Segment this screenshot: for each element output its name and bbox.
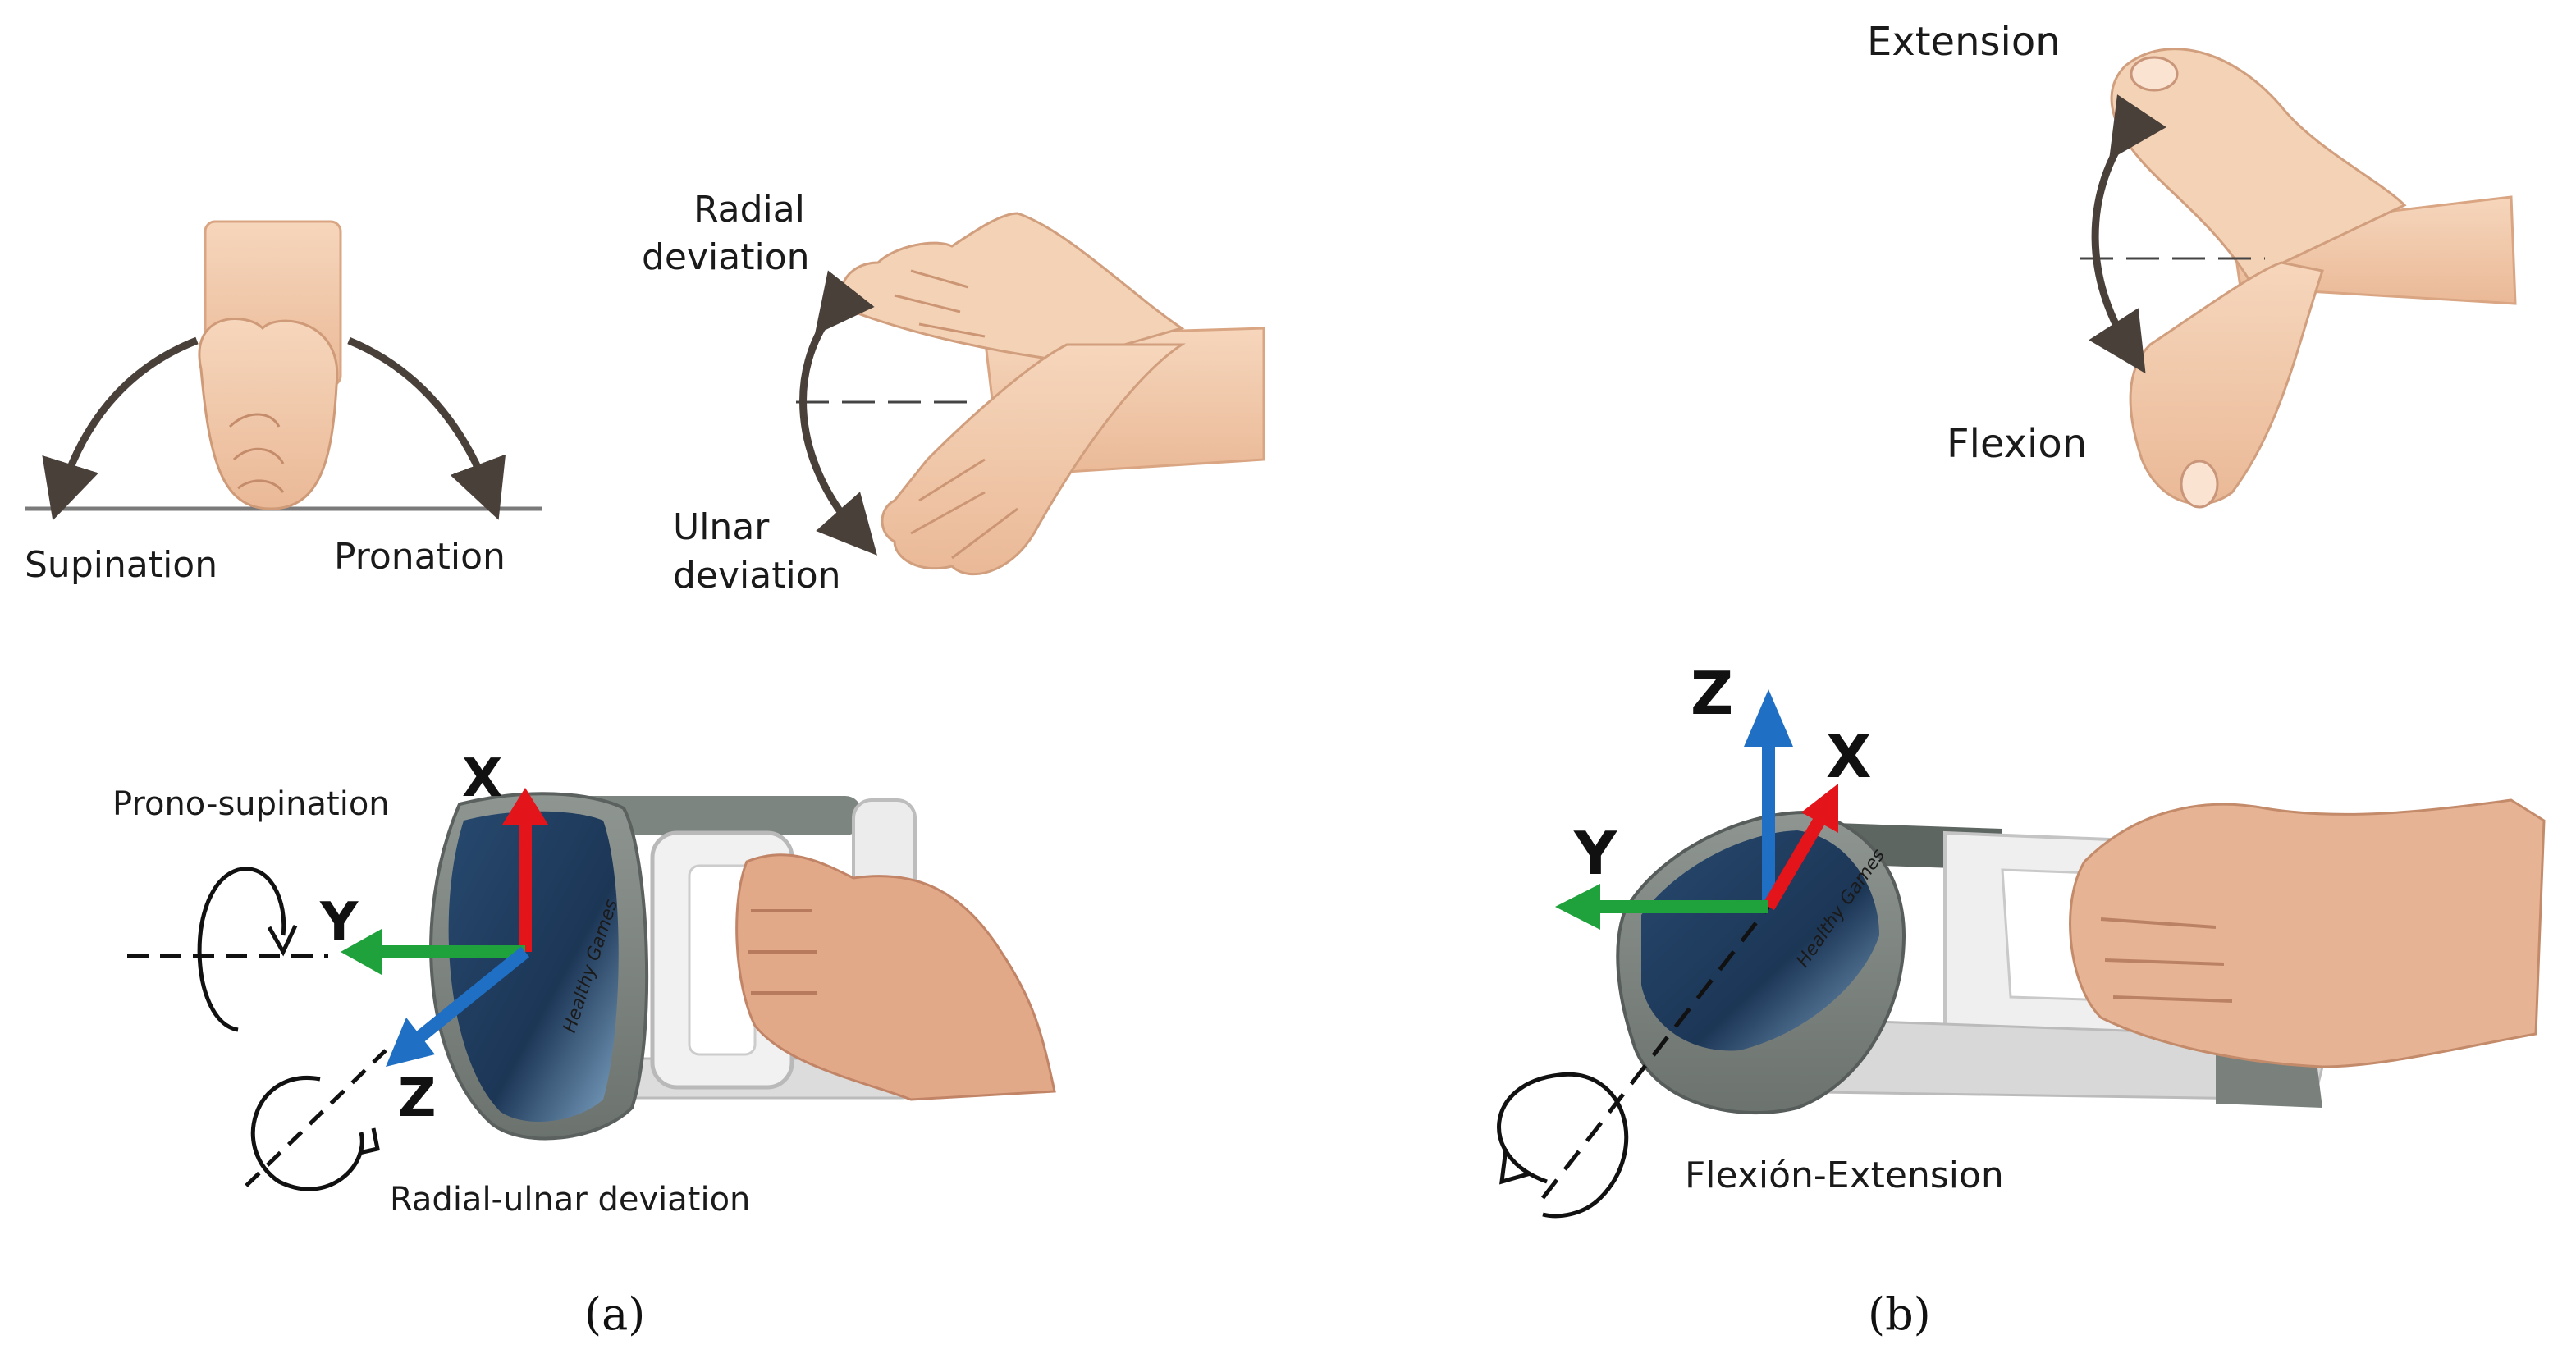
flexion-extension-illustration: Extension Flexion [1867,19,2517,509]
prono-rotation-head [267,924,298,957]
finger-crease-b [910,458,1018,560]
device-b-photo: Healthy Games [1616,798,2546,1114]
axis-x-label: X [462,748,502,809]
radial-ulnar-illustration: Radial deviation Ulnar deviation [642,189,1265,597]
pronation-arrow [347,336,506,520]
axis-z-label-b: Z [1691,659,1733,728]
radial-deviation-label-2: deviation [642,236,810,278]
device-a-axes: X Y Z Prono-supination Radial-ulnar devi… [112,748,750,1219]
radial-deviation-label-1: Radial [693,189,805,231]
axis-z-label: Z [398,1068,436,1129]
device-a-hand [735,853,1056,1101]
prono-supination-label: Prono-supination [112,785,390,823]
thumbnail-flex [2180,460,2219,509]
flexion-dashed-axis [1541,905,1770,1200]
hand-radial [840,212,1185,363]
device-b-axes: Z X Y Flexión-Extension [1497,659,2004,1219]
finger-crease-a [894,269,986,338]
supination-label: Supination [25,544,217,586]
fist [198,318,339,510]
z-axis-arrowhead-b [1744,689,1793,747]
device-a-finger-lines [748,909,817,995]
y-axis-arrowhead [341,929,382,975]
pronation-label: Pronation [334,536,506,578]
finger-fold-2 [232,447,285,464]
device-b-knuckle-lines [2100,917,2233,1003]
device-a-photo: Healthy Games [429,792,1056,1141]
flexion-rotation-circle [1497,1072,1629,1219]
hand-ulnar [881,343,1186,576]
flexion-extension-label: Flexión-Extension [1685,1155,2004,1196]
deviation-arrow [799,270,877,556]
device-b-hand [2069,798,2546,1068]
thumbnail-ext [2130,56,2179,92]
flexion-rotation-head [1499,1148,1531,1185]
flexion-extension-arrow [2089,94,2166,374]
axis-x-label-b: X [1826,722,1872,791]
flexion-label: Flexion [1947,421,2087,467]
y-axis-arrowhead-b [1555,884,1600,930]
ulnar-deviation-label-1: Ulnar [673,506,770,548]
z-axis-arrow [414,946,530,1044]
ulnar-deviation-label-2: deviation [673,555,841,597]
supination-arrow [42,336,199,521]
radial-ulnar-rotation-circle [250,1076,364,1191]
caption-b: (b) [1868,1288,1931,1340]
extension-label: Extension [1867,19,2061,65]
supination-pronation-illustration: Supination Pronation [25,220,542,586]
radial-ulnar-rotation-head [359,1127,380,1155]
finger-fold-3 [237,479,285,493]
radial-ulnar-label: Radial-ulnar deviation [390,1181,750,1219]
prono-rotation-circle [197,867,286,1032]
device-a-screen [448,811,619,1122]
x-axis-arrowhead [502,788,548,825]
x-axis-arrow-b [1763,812,1828,911]
radial-ulnar-dashed-axis [245,1049,387,1187]
axis-y-label: Y [319,892,359,953]
hand-flexion [2129,261,2324,505]
caption-a: (a) [584,1288,645,1340]
z-axis-arrowhead [386,1018,435,1067]
finger-fold-1 [228,413,281,428]
x-axis-arrowhead-b [1801,784,1838,833]
axis-y-label-b: Y [1573,819,1617,888]
